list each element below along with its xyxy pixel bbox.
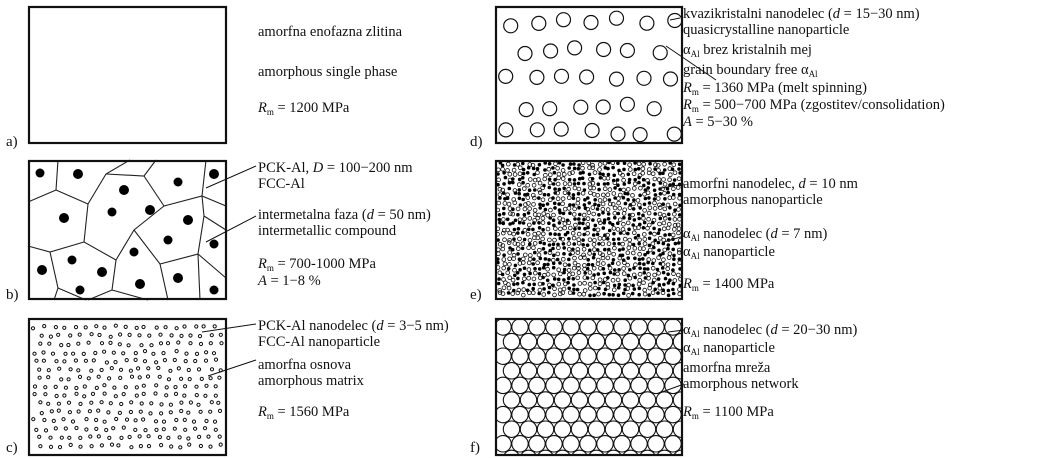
panel-e-line-1: amorfni nanodelec, d = 10 nm [683,176,858,192]
panel-e-frame [494,159,684,301]
panel-d-line-1: kvazikristalni nanodelec (d = 15−30 nm) [683,6,920,22]
panel-b-line-2: FCC-Al [258,176,305,192]
panel-c-line-4: amorphous matrix [258,373,364,389]
panel-e-line-2: amorphous nanoparticle [683,192,823,208]
panel-e-leaders [661,183,685,243]
alpha-al-nanoparticles [496,319,682,455]
intermetallic-particles [35,168,219,295]
panel-a-line-2: amorphous single phase [258,64,398,80]
panel-e-line-4: αAl nanoparticle [683,244,775,261]
panel-e-letter: e) [470,287,482,303]
panel-d-leaders [665,17,717,81]
panel-b-diagram [27,159,228,301]
panel-b-elongation: A = 1−8 % [258,273,321,289]
panel-d-diagram [494,5,684,145]
panel-a-strength: Rm = 1200 MPa [258,100,350,117]
fcc-al-nanoparticles [30,323,224,450]
panel-c-letter: c) [6,440,18,456]
panel-a-letter: a) [6,134,18,150]
panel-b-frame [27,159,228,301]
panel-f-line-2: αAl nanoparticle [683,340,775,357]
panel-f-leaders [661,329,685,393]
amorphous-nanoparticles [495,160,683,298]
panel-a-frame [27,5,228,145]
panel-d-line-2: quasicrystalline nanoparticle [683,22,850,38]
panel-a-line-1: amorfna enofazna zlitina [258,24,403,40]
panel-c-line-1: PCK-Al nanodelec (d = 3−5 nm) [258,318,449,334]
panel-f-line-3: amorfna mreža [683,360,771,376]
panel-b-leaders [205,165,257,243]
panel-b-strength: Rm = 700-1000 MPa [258,256,376,273]
panel-f-frame [494,317,684,457]
panel-d-elongation: A = 5−30 % [683,114,753,130]
quasicrystalline-nanoparticles [498,10,683,143]
panel-c-line-3: amorfna osnova [258,357,352,373]
panel-f-diagram [494,317,684,457]
panel-d-strength-2: Rm = 500−700 MPa (zgostitev/consolidatio… [683,97,945,114]
panel-e-diagram [494,159,684,301]
panel-a-diagram [27,5,228,145]
panel-b-line-3: intermetalna faza (d = 50 nm) [258,207,431,223]
panel-b-line-1: PCK-Al, D = 100−200 nm [258,160,413,176]
panel-f-line-4: amorphous network [683,376,799,392]
panel-c-diagram [27,317,228,457]
panel-e-line-3: αAl nanodelec (d = 7 nm) [683,226,828,243]
panel-b-line-4: intermetallic compound [258,223,397,239]
panel-c-strength: Rm = 1560 MPa [258,404,350,421]
panel-f-strength: Rm = 1100 MPa [683,404,774,421]
grain-boundaries [27,159,227,301]
panel-d-frame [494,5,684,145]
panel-e-strength: Rm = 1400 MPa [683,276,775,293]
panel-c-frame [27,317,228,457]
panel-c-leaders [201,323,257,377]
panel-d-letter: d) [470,134,483,150]
panel-d-strength-1: Rm = 1360 MPa (melt spinning) [683,80,867,97]
panel-b-letter: b) [6,287,19,303]
panel-f-letter: f) [470,440,480,456]
panel-d-line-3: αAl brez kristalnih mej [683,42,812,59]
panel-c-line-2: FCC-Al nanoparticle [258,334,381,350]
panel-f-line-1: αAl nanodelec (d = 20−30 nm) [683,322,858,339]
panel-d-line-4: grain boundary free αAl [683,62,818,79]
